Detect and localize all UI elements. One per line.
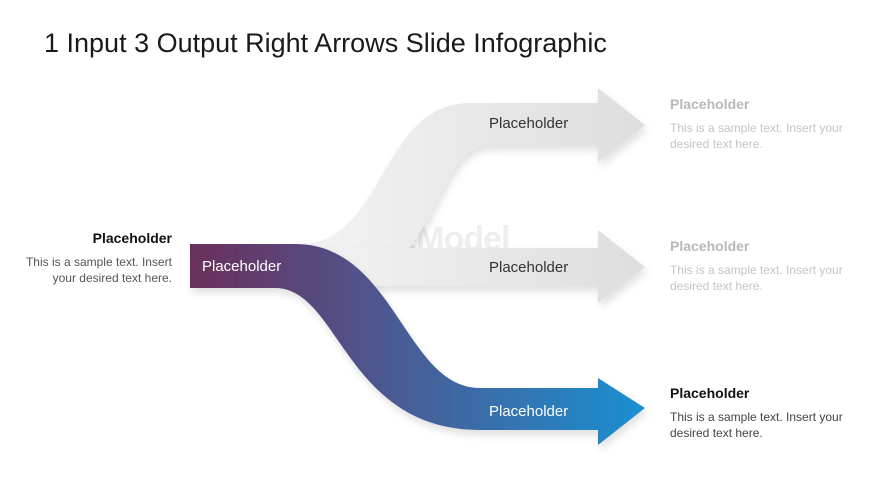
output-arrow-2 [300, 230, 645, 303]
output-text-block-1: Placeholder This is a sample text. Inser… [670, 96, 860, 152]
output-heading-2: Placeholder [670, 238, 750, 254]
input-text-block: Placeholder This is a sample text. Inser… [0, 230, 172, 286]
output-label-2: Placeholder [489, 259, 568, 276]
output-arrow-3 [190, 244, 645, 445]
input-label: Placeholder [202, 258, 281, 275]
output-arrow-1 [300, 88, 645, 288]
slide-title: 1 Input 3 Output Right Arrows Slide Info… [44, 28, 607, 58]
output-heading-1: Placeholder [670, 96, 750, 112]
output-label-3: Placeholder [489, 403, 568, 420]
output-description-1: This is a sample text. Insert your desir… [670, 121, 843, 151]
output-heading-3: Placeholder [670, 385, 750, 401]
output-description-3: This is a sample text. Insert your desir… [670, 410, 843, 440]
output-text-block-2: Placeholder This is a sample text. Inser… [670, 238, 860, 294]
output-description-2: This is a sample text. Insert your desir… [670, 263, 843, 293]
output-label-1: Placeholder [489, 115, 568, 132]
output-text-block-3: Placeholder This is a sample text. Inser… [670, 385, 860, 441]
input-heading: Placeholder [92, 230, 172, 246]
input-description: This is a sample text. Insert your desir… [25, 255, 172, 285]
